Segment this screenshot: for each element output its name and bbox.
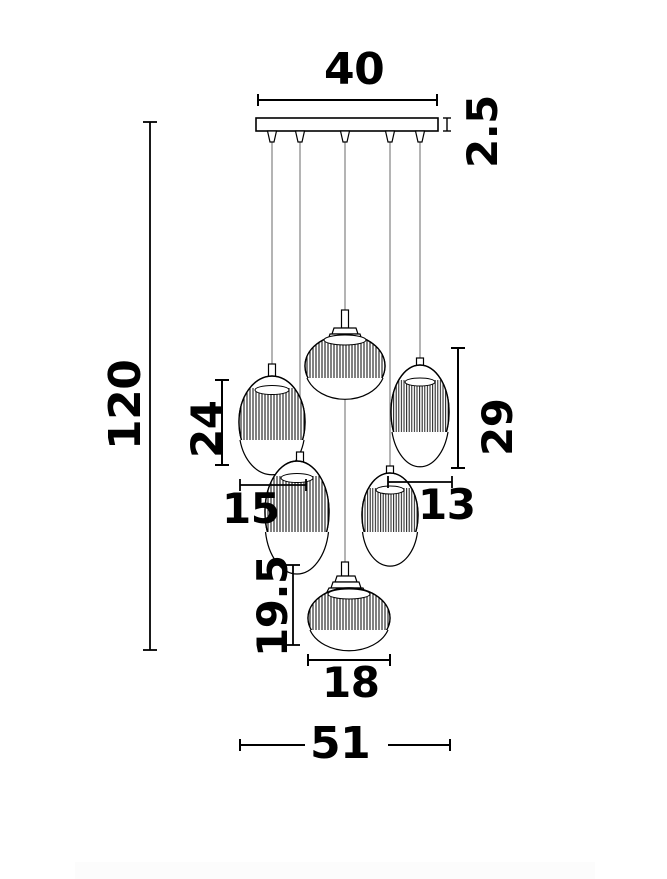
dimline-shade-bottom-width [307, 654, 391, 666]
dimline-overall-spread [239, 739, 451, 751]
dimline-canopy-width [257, 94, 438, 106]
dim-label-shade-bottom-width: 18 [322, 658, 380, 707]
dim-label-shade-right-lower-width: 13 [418, 480, 476, 529]
dimline-shade-right-height [451, 347, 465, 469]
shade-upper-right [390, 357, 450, 468]
drop-cone-1 [266, 130, 278, 143]
shade-mid-left [264, 451, 330, 575]
dimline-shade-left-lower-width [239, 479, 307, 491]
dim-label-canopy-width: 40 [324, 44, 385, 95]
dim-label-shade-left-height: 24 [182, 400, 231, 458]
dim-label-shade-bottom-height: 19.5 [248, 555, 297, 657]
dimline-shade-left-height [215, 379, 229, 466]
ceiling-plate [255, 117, 439, 143]
dim-label-total-height: 120 [100, 359, 151, 450]
dimline-shade-right-lower-width [387, 476, 453, 488]
shade-bottom-center [307, 561, 391, 652]
dimline-canopy-thickness [443, 117, 451, 132]
dim-label-overall-spread: 51 [310, 718, 371, 769]
shade-center-top [304, 309, 386, 400]
dim-label-shade-right-height: 29 [473, 398, 522, 456]
dim-label-shade-left-lower-width: 15 [222, 484, 280, 533]
shade-upper-left [238, 363, 306, 476]
drop-cone-3 [339, 130, 351, 143]
dimline-shade-bottom-height [286, 564, 300, 646]
shade-mid-right [361, 465, 419, 567]
drop-cone-4 [384, 130, 396, 143]
drop-cone-2 [294, 130, 306, 143]
drop-cone-5 [414, 130, 426, 143]
dim-label-canopy-thickness: 2.5 [458, 95, 507, 168]
bottom-edge-band [75, 862, 595, 879]
dimline-total-height [143, 121, 157, 651]
